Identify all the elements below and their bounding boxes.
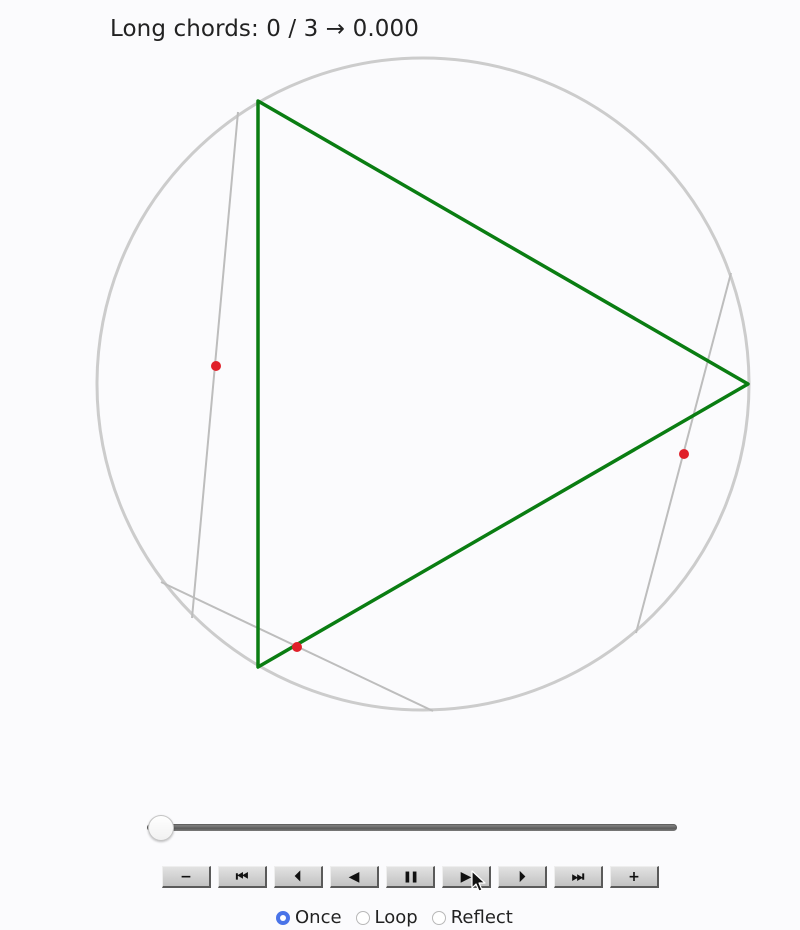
mode-once[interactable]: Once — [276, 907, 342, 928]
frame-slider-track[interactable] — [147, 824, 677, 831]
play-reverse-button[interactable]: ◀ — [330, 866, 379, 888]
mode-loop[interactable]: Loop — [355, 907, 418, 928]
mode-reflect[interactable]: Reflect — [431, 907, 513, 928]
step-back-icon: ⏴ — [294, 868, 302, 885]
mode-reflect-label: Reflect — [450, 907, 513, 928]
play-reverse-icon: ◀ — [348, 868, 360, 885]
midpoint-dot — [679, 449, 689, 459]
plus-icon: + — [628, 868, 640, 885]
animation-controls: − ⏮ ⏴ ◀ ❚❚ ▶ ⏵ ⏭ + — [162, 866, 659, 888]
inscribed-triangle — [256, 99, 750, 669]
midpoint-dot — [211, 361, 221, 371]
frame-slider-thumb[interactable] — [148, 815, 174, 841]
next-frame-button[interactable]: ⏵ — [498, 866, 547, 888]
mode-loop-radio[interactable] — [355, 910, 370, 925]
skip-first-icon: ⏮ — [235, 868, 249, 885]
mouse-pointer-icon — [471, 870, 486, 892]
previous-frame-button[interactable]: ⏴ — [274, 866, 323, 888]
play-icon: ▶ — [460, 868, 472, 885]
first-frame-button[interactable]: ⏮ — [218, 866, 267, 888]
increase-speed-button[interactable]: + — [610, 866, 659, 888]
unit-circle — [95, 56, 751, 712]
pause-icon: ❚❚ — [402, 870, 420, 883]
figure-title: Long chords: 0 / 3 → 0.000 — [110, 16, 419, 42]
minus-icon: − — [180, 868, 192, 885]
step-forward-icon: ⏵ — [518, 868, 526, 885]
loop-mode-group: Once Loop Reflect — [276, 907, 527, 928]
last-frame-button[interactable]: ⏭ — [554, 866, 603, 888]
decrease-speed-button[interactable]: − — [162, 866, 211, 888]
mode-loop-label: Loop — [374, 907, 418, 928]
mode-once-label: Once — [295, 907, 342, 928]
mode-once-radio[interactable] — [276, 910, 290, 925]
midpoint-dot — [292, 642, 302, 652]
mode-reflect-radio[interactable] — [431, 910, 446, 925]
circle-figure — [95, 56, 751, 712]
skip-last-icon: ⏭ — [571, 868, 585, 885]
pause-button[interactable]: ❚❚ — [386, 866, 435, 888]
